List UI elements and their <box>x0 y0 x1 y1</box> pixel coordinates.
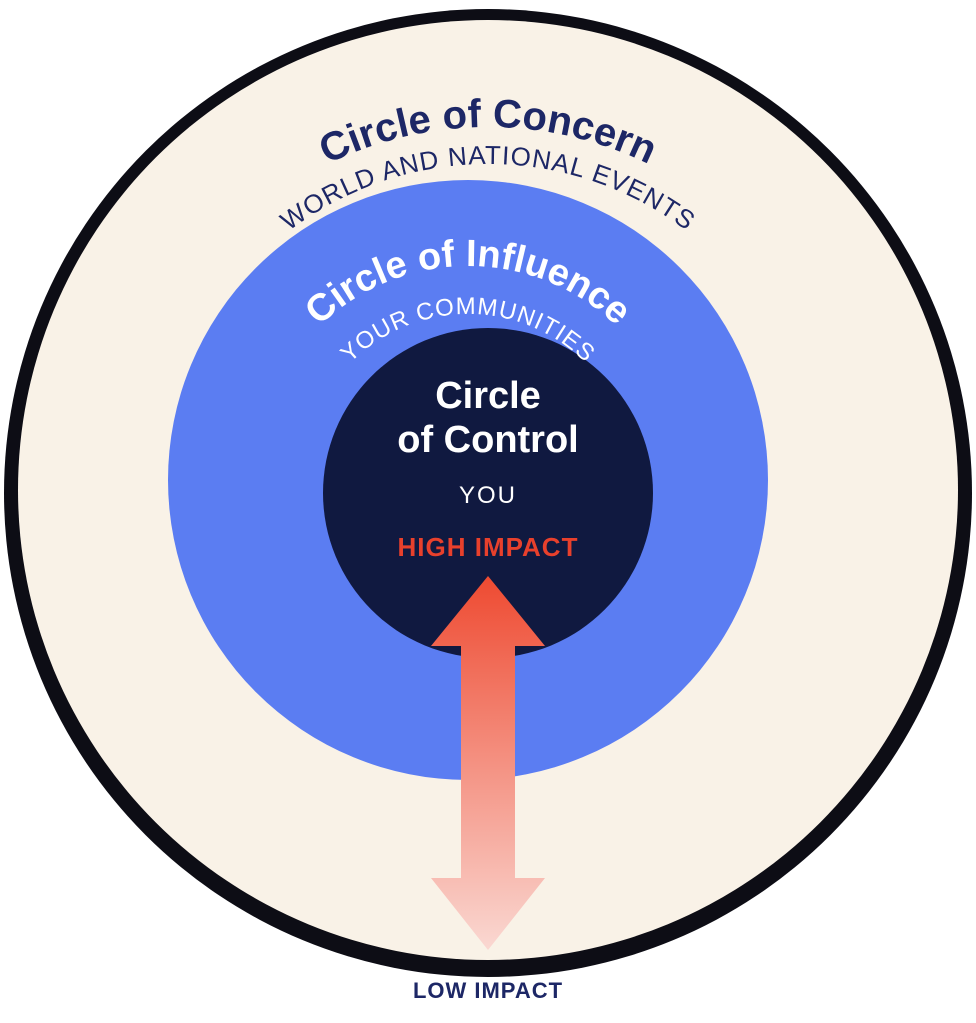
impact-arrow <box>431 576 545 950</box>
control-title-line2: of Control <box>397 419 579 461</box>
high-impact-label: HIGH IMPACT <box>398 532 579 562</box>
control-title-line1: Circle <box>435 375 541 417</box>
low-impact-label: LOW IMPACT <box>413 978 563 1003</box>
circle-of-control <box>323 328 653 658</box>
control-subtitle-you: YOU <box>459 482 517 509</box>
